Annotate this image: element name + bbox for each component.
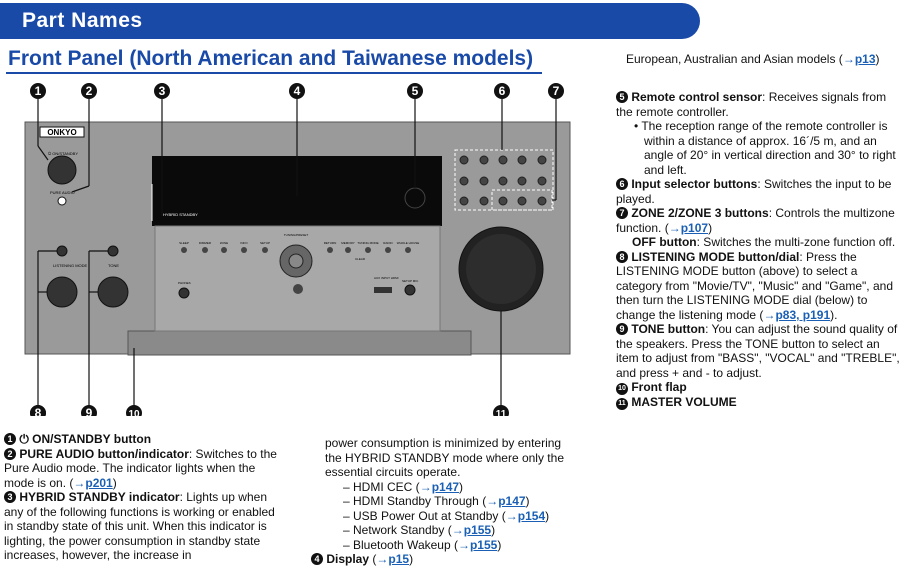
callout-11: 11 bbox=[493, 405, 509, 416]
svg-text:CLEAR: CLEAR bbox=[355, 257, 366, 261]
link-p147-standby[interactable]: p147 bbox=[498, 494, 526, 508]
left-column: 1 ⏻ ON/STANDBY button 2 PURE AUDIO butto… bbox=[4, 432, 277, 562]
title-underline bbox=[6, 72, 542, 74]
svg-text:2: 2 bbox=[86, 84, 93, 98]
svg-text:PHONES: PHONES bbox=[178, 281, 191, 285]
brand-logo: ONKYO bbox=[47, 128, 76, 137]
svg-text:SLEEP: SLEEP bbox=[179, 241, 189, 245]
link-p15[interactable]: p15 bbox=[388, 552, 410, 566]
link-p154[interactable]: p154 bbox=[517, 508, 546, 523]
remote-sensor bbox=[404, 187, 426, 209]
link-p155-network[interactable]: p155 bbox=[463, 523, 492, 537]
svg-text:⏻ ON/STANDBY: ⏻ ON/STANDBY bbox=[48, 151, 78, 156]
right-column: 5 Remote control sensor: Receives signal… bbox=[616, 90, 900, 410]
svg-text:11: 11 bbox=[496, 409, 507, 416]
other-models-link[interactable]: p13 bbox=[854, 52, 876, 66]
svg-text:5: 5 bbox=[412, 84, 419, 98]
svg-text:8: 8 bbox=[35, 406, 42, 416]
section-header-bar: Part Names bbox=[0, 3, 700, 39]
link-p201[interactable]: p201 bbox=[85, 475, 113, 490]
svg-text:DIMMER: DIMMER bbox=[199, 241, 212, 245]
link-p147-cec[interactable]: p147 bbox=[431, 479, 460, 494]
svg-text:TONE: TONE bbox=[108, 263, 119, 268]
callout-2: 2 bbox=[81, 83, 97, 99]
svg-text:WHOLE HOUSE: WHOLE HOUSE bbox=[397, 241, 420, 245]
callout-4: 4 bbox=[289, 83, 305, 99]
svg-text:9: 9 bbox=[86, 406, 93, 416]
listening-mode-dial bbox=[46, 276, 78, 308]
svg-text:AUX INPUT HDMI: AUX INPUT HDMI bbox=[374, 276, 399, 280]
svg-text:1: 1 bbox=[35, 84, 42, 98]
svg-text:SETUP: SETUP bbox=[260, 241, 270, 245]
callout-3: 3 bbox=[154, 83, 170, 99]
on-standby-knob bbox=[47, 155, 77, 185]
callout-10: 10 bbox=[126, 405, 142, 416]
svg-text:6: 6 bbox=[499, 84, 506, 98]
svg-text:TUNING MODE: TUNING MODE bbox=[357, 241, 378, 245]
svg-text:SETUP MIC: SETUP MIC bbox=[402, 279, 419, 283]
svg-text:PURE AUDIO: PURE AUDIO bbox=[50, 190, 75, 195]
svg-text:HYBRID STANDBY: HYBRID STANDBY bbox=[163, 212, 198, 217]
link-p83-p191[interactable]: p83, p191 bbox=[775, 307, 831, 322]
callout-5: 5 bbox=[407, 83, 423, 99]
link-p155-bluetooth[interactable]: p155 bbox=[469, 537, 498, 552]
middle-column: power consumption is minimized by enteri… bbox=[311, 436, 575, 567]
svg-text:LISTENING MODE: LISTENING MODE bbox=[53, 263, 88, 268]
callout-6: 6 bbox=[494, 83, 510, 99]
svg-text:TUNING/PRESET: TUNING/PRESET bbox=[284, 233, 309, 237]
front-panel-illustration: 1 2 3 4 5 6 7 ONKYO ⏻ ON/STANDBY PURE AU… bbox=[24, 83, 571, 416]
svg-text:INFO: INFO bbox=[240, 241, 248, 245]
svg-text:3: 3 bbox=[159, 84, 166, 98]
svg-text:MEMORY: MEMORY bbox=[341, 241, 354, 245]
link-p107[interactable]: p107 bbox=[680, 220, 709, 235]
svg-text:RETURN: RETURN bbox=[324, 241, 337, 245]
svg-text:RADIO: RADIO bbox=[383, 241, 393, 245]
header-title: Part Names bbox=[22, 9, 143, 32]
callout-9: 9 bbox=[81, 405, 97, 416]
page-title: Front Panel (North American and Taiwanes… bbox=[8, 47, 534, 70]
callout-1: 1 bbox=[30, 83, 46, 99]
svg-text:4: 4 bbox=[294, 84, 301, 98]
svg-text:10: 10 bbox=[128, 409, 140, 416]
svg-text:7: 7 bbox=[553, 84, 560, 98]
tone-dial bbox=[97, 276, 129, 308]
callout-7: 7 bbox=[548, 83, 564, 99]
other-models-note: European, Australian and Asian models (→… bbox=[626, 52, 880, 66]
callout-8: 8 bbox=[30, 405, 46, 416]
svg-text:ZONE: ZONE bbox=[220, 241, 228, 245]
